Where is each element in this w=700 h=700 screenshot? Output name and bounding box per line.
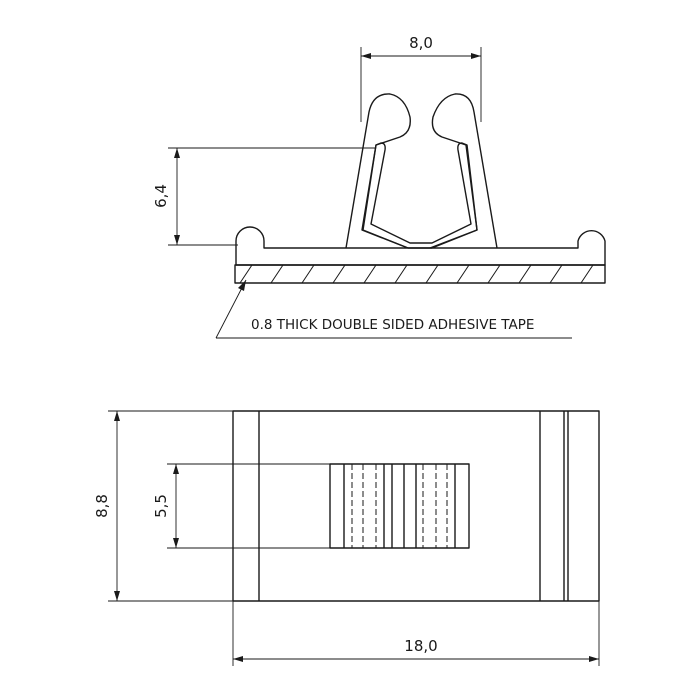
tape-note-label: 0.8 THICK DOUBLE SIDED ADHESIVE TAPE [251, 317, 534, 333]
dim-arrow-left [233, 656, 243, 662]
dim-arrow-right [589, 656, 599, 662]
side-view: 8,0 6,4 0.8 THICK DOUBLE SIDED ADHESIVE … [152, 34, 606, 339]
dim-height-88: 8,8 [93, 410, 233, 602]
dim-arrow-right [471, 53, 481, 59]
dim-height-55: 5,5 [152, 463, 330, 549]
dim-label-inner-height: 5,5 [152, 494, 170, 518]
dim-arrow-bottom [173, 538, 179, 548]
clip-block-outline [329, 463, 470, 549]
dim-arrow-top [173, 464, 179, 474]
clip-outer-outline [345, 93, 498, 249]
tape-leader: 0.8 THICK DOUBLE SIDED ADHESIVE TAPE [215, 279, 572, 339]
dim-arrow-left [361, 53, 371, 59]
dim-width-8: 8,0 [360, 34, 482, 122]
tape-outline [234, 264, 606, 284]
dim-height-64: 6,4 [152, 147, 375, 246]
dim-label-width: 8,0 [409, 34, 433, 52]
dim-arrow-top [114, 411, 120, 421]
adhesive-tape-layer [234, 264, 606, 284]
top-view: 8,8 5,5 18,0 [93, 410, 600, 666]
top-view-outline [232, 410, 600, 602]
dim-arrow-bottom [114, 591, 120, 601]
dim-width-18: 18,0 [232, 601, 600, 666]
dim-label-total-width: 18,0 [404, 637, 437, 655]
clip-inner-outline [361, 142, 478, 249]
tape-hatching [239, 265, 594, 283]
base-plate-outline [235, 226, 606, 266]
dim-arrow-top [174, 148, 180, 158]
dim-label-height: 6,4 [152, 184, 170, 208]
leader-arrow [238, 280, 246, 291]
dim-arrow-bottom [174, 235, 180, 245]
dim-label-total-height: 8,8 [93, 494, 111, 518]
clip-block [329, 463, 470, 549]
